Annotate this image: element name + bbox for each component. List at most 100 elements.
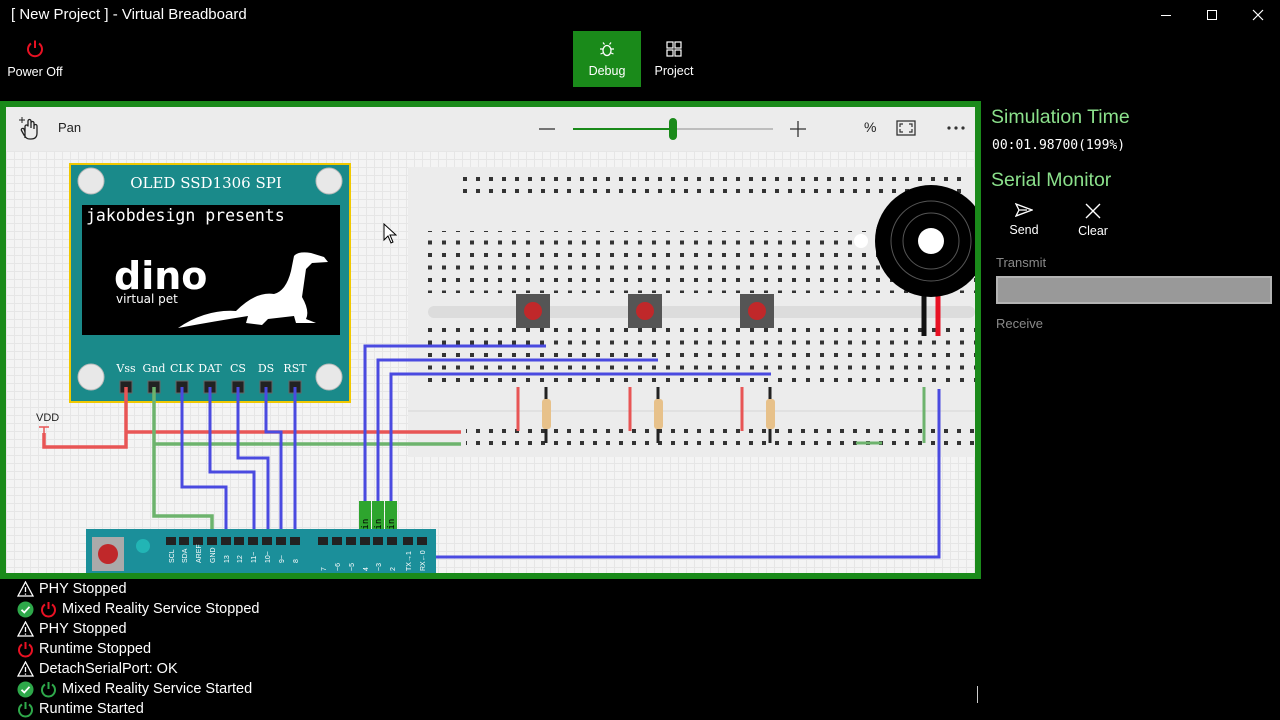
resistors: [516, 387, 926, 445]
command-bar: Power Off Debug Project: [0, 30, 1280, 100]
arduino-pin-label: RX←0: [420, 550, 427, 571]
oled-pin-label: DS: [258, 362, 274, 375]
close-icon: [1252, 9, 1264, 21]
minimize-icon: [1161, 15, 1171, 16]
oled-logo-sub: virtual pet: [116, 292, 178, 306]
project-button[interactable]: Project: [650, 40, 698, 78]
arduino-header-pin: [332, 537, 342, 545]
project-label: Project: [654, 64, 694, 78]
arduino-header-pin: [276, 537, 286, 545]
arduino-pin-label: 13: [224, 555, 231, 563]
oled-title: OLED SSD1306 SPI: [130, 174, 282, 192]
arduino-header-pin: [207, 537, 217, 545]
zoom-slider[interactable]: [573, 118, 773, 140]
power-off-label: Power Off: [7, 65, 63, 79]
power-icon: [27, 40, 43, 58]
clear-icon: [1085, 203, 1101, 219]
clear-button[interactable]: Clear: [1075, 202, 1111, 238]
arduino-header-pin: [290, 537, 300, 545]
arduino-pin-label: 8: [293, 559, 300, 563]
arduino-header-pin: [403, 537, 413, 545]
send-icon: [1015, 203, 1033, 217]
close-button[interactable]: [1235, 0, 1280, 30]
pan-hand-icon[interactable]: [18, 117, 40, 141]
debug-button[interactable]: Debug: [573, 31, 641, 87]
log-entry-text: Runtime Stopped: [39, 641, 152, 657]
log-entry: PHY Stopped: [16, 619, 127, 639]
power-green-icon: [16, 700, 34, 718]
push-button-3: [740, 294, 774, 328]
log-entry-text: PHY Stopped: [39, 581, 127, 597]
zoom-out-icon[interactable]: [537, 119, 557, 139]
debug-label: Debug: [588, 64, 626, 78]
arduino-pin-label: 11~: [251, 552, 258, 563]
vdd-label: VDD: [36, 412, 59, 424]
din-label: Din: [361, 519, 371, 535]
transmit-input[interactable]: [996, 276, 1272, 304]
send-button[interactable]: Send: [1006, 203, 1042, 237]
maximize-button[interactable]: [1189, 0, 1235, 30]
arduino-header-pin: [360, 537, 370, 545]
breadboard-area[interactable]: OLED SSD1306 SPI jakobdesign presents di…: [6, 151, 975, 573]
arduino-header-pin: [262, 537, 272, 545]
arduino-header-pin: [417, 537, 427, 545]
piezo-buzzer: [854, 185, 975, 336]
arduino-pin-label: TX→1: [406, 551, 413, 571]
circuit-svg: OLED SSD1306 SPI jakobdesign presents di…: [36, 163, 975, 573]
arduino-pin-label: 2: [390, 567, 397, 571]
arduino-header-pin: [234, 537, 244, 545]
center-channel: [428, 306, 975, 318]
simulation-time-value: 00:01.98700(199%): [992, 138, 1126, 153]
design-canvas: Pan %: [6, 107, 975, 573]
log-entry: Runtime Started: [16, 699, 144, 719]
arduino-reset-button: [98, 544, 118, 564]
warning-icon: [16, 660, 34, 678]
check-icon: [16, 600, 34, 618]
power-green-icon: [39, 680, 57, 698]
arduino-pin-label: 10~: [265, 551, 272, 563]
oled-pin-label: CLK: [170, 362, 195, 375]
canvas-toolbar: Pan %: [6, 107, 975, 151]
clear-label: Clear: [1078, 224, 1108, 238]
zoom-percent-button[interactable]: %: [864, 119, 877, 135]
din-module: [359, 501, 371, 537]
green-wire: [152, 387, 461, 531]
arduino-header-pin: [346, 537, 356, 545]
tool-label: Pan: [58, 120, 82, 135]
power-rail-top: [456, 173, 966, 197]
log-entry-text: Mixed Reality Service Stopped: [62, 601, 260, 617]
fit-screen-icon[interactable]: [896, 119, 916, 137]
power-off-button[interactable]: Power Off: [6, 39, 64, 79]
minimize-button[interactable]: [1143, 0, 1189, 30]
receive-label: Receive: [996, 316, 1043, 331]
log-entry: Mixed Reality Service Started: [16, 679, 252, 699]
more-options-icon[interactable]: [946, 125, 966, 131]
warning-icon: [16, 580, 34, 598]
arduino-header-pin: [387, 537, 397, 545]
dino-graphic: [178, 252, 328, 328]
log-entry: PHY Stopped: [16, 579, 127, 599]
din-module: [372, 501, 384, 537]
oled-pin-label: DAT: [198, 362, 222, 375]
grid-icon: [666, 41, 682, 57]
log-entry: Mixed Reality Service Stopped: [16, 599, 259, 619]
arduino-pin-label: 12: [237, 555, 244, 563]
red-wire: [42, 387, 461, 449]
zoom-slider-thumb[interactable]: [669, 118, 677, 140]
din-label: Din: [387, 519, 397, 535]
arduino-header-pin: [179, 537, 189, 545]
arduino-header-pin: [221, 537, 231, 545]
arduino-header-pin: [318, 537, 328, 545]
push-button-1: [516, 294, 550, 328]
transmit-label: Transmit: [996, 255, 1047, 270]
arduino-pin-label: ~6: [335, 563, 342, 571]
arduino-pin-label: GND: [210, 547, 217, 563]
zoom-slider-fill: [573, 128, 673, 130]
title-bar: [ New Project ] - Virtual Breadboard: [0, 0, 1280, 30]
arduino-pin-label: ~5: [349, 563, 356, 571]
log-entry: DetachSerialPort: OK: [16, 659, 178, 679]
zoom-in-icon[interactable]: [788, 119, 808, 139]
mouse-cursor-icon: [383, 223, 397, 244]
